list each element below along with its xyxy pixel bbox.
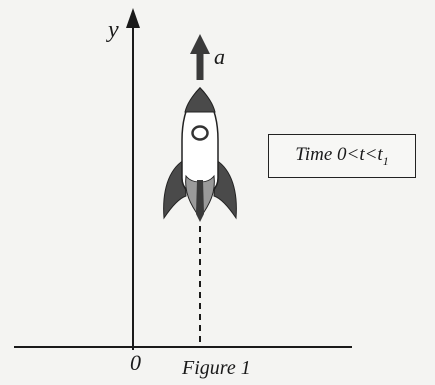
figure-caption: Figure 1 — [182, 357, 251, 379]
acceleration-arrow — [190, 34, 210, 80]
rocket-right-fin — [213, 159, 237, 220]
rocket-nose-cone — [184, 87, 216, 113]
acceleration-label: a — [214, 44, 225, 69]
time-interval-text: Time 0<t<t1 — [295, 144, 388, 169]
rocket — [163, 86, 237, 222]
time-interval-box: Time 0<t<t1 — [268, 134, 416, 178]
rocket-left-fin — [163, 159, 187, 220]
y-axis-arrowhead — [126, 8, 140, 28]
time-interval-prefix: Time 0<t<t — [295, 143, 383, 165]
rocket-window — [191, 125, 209, 141]
y-axis-label: y — [108, 17, 119, 43]
rocket-nozzle — [196, 180, 204, 222]
time-interval-subscript: 1 — [382, 153, 389, 168]
origin-label: 0 — [130, 350, 141, 375]
